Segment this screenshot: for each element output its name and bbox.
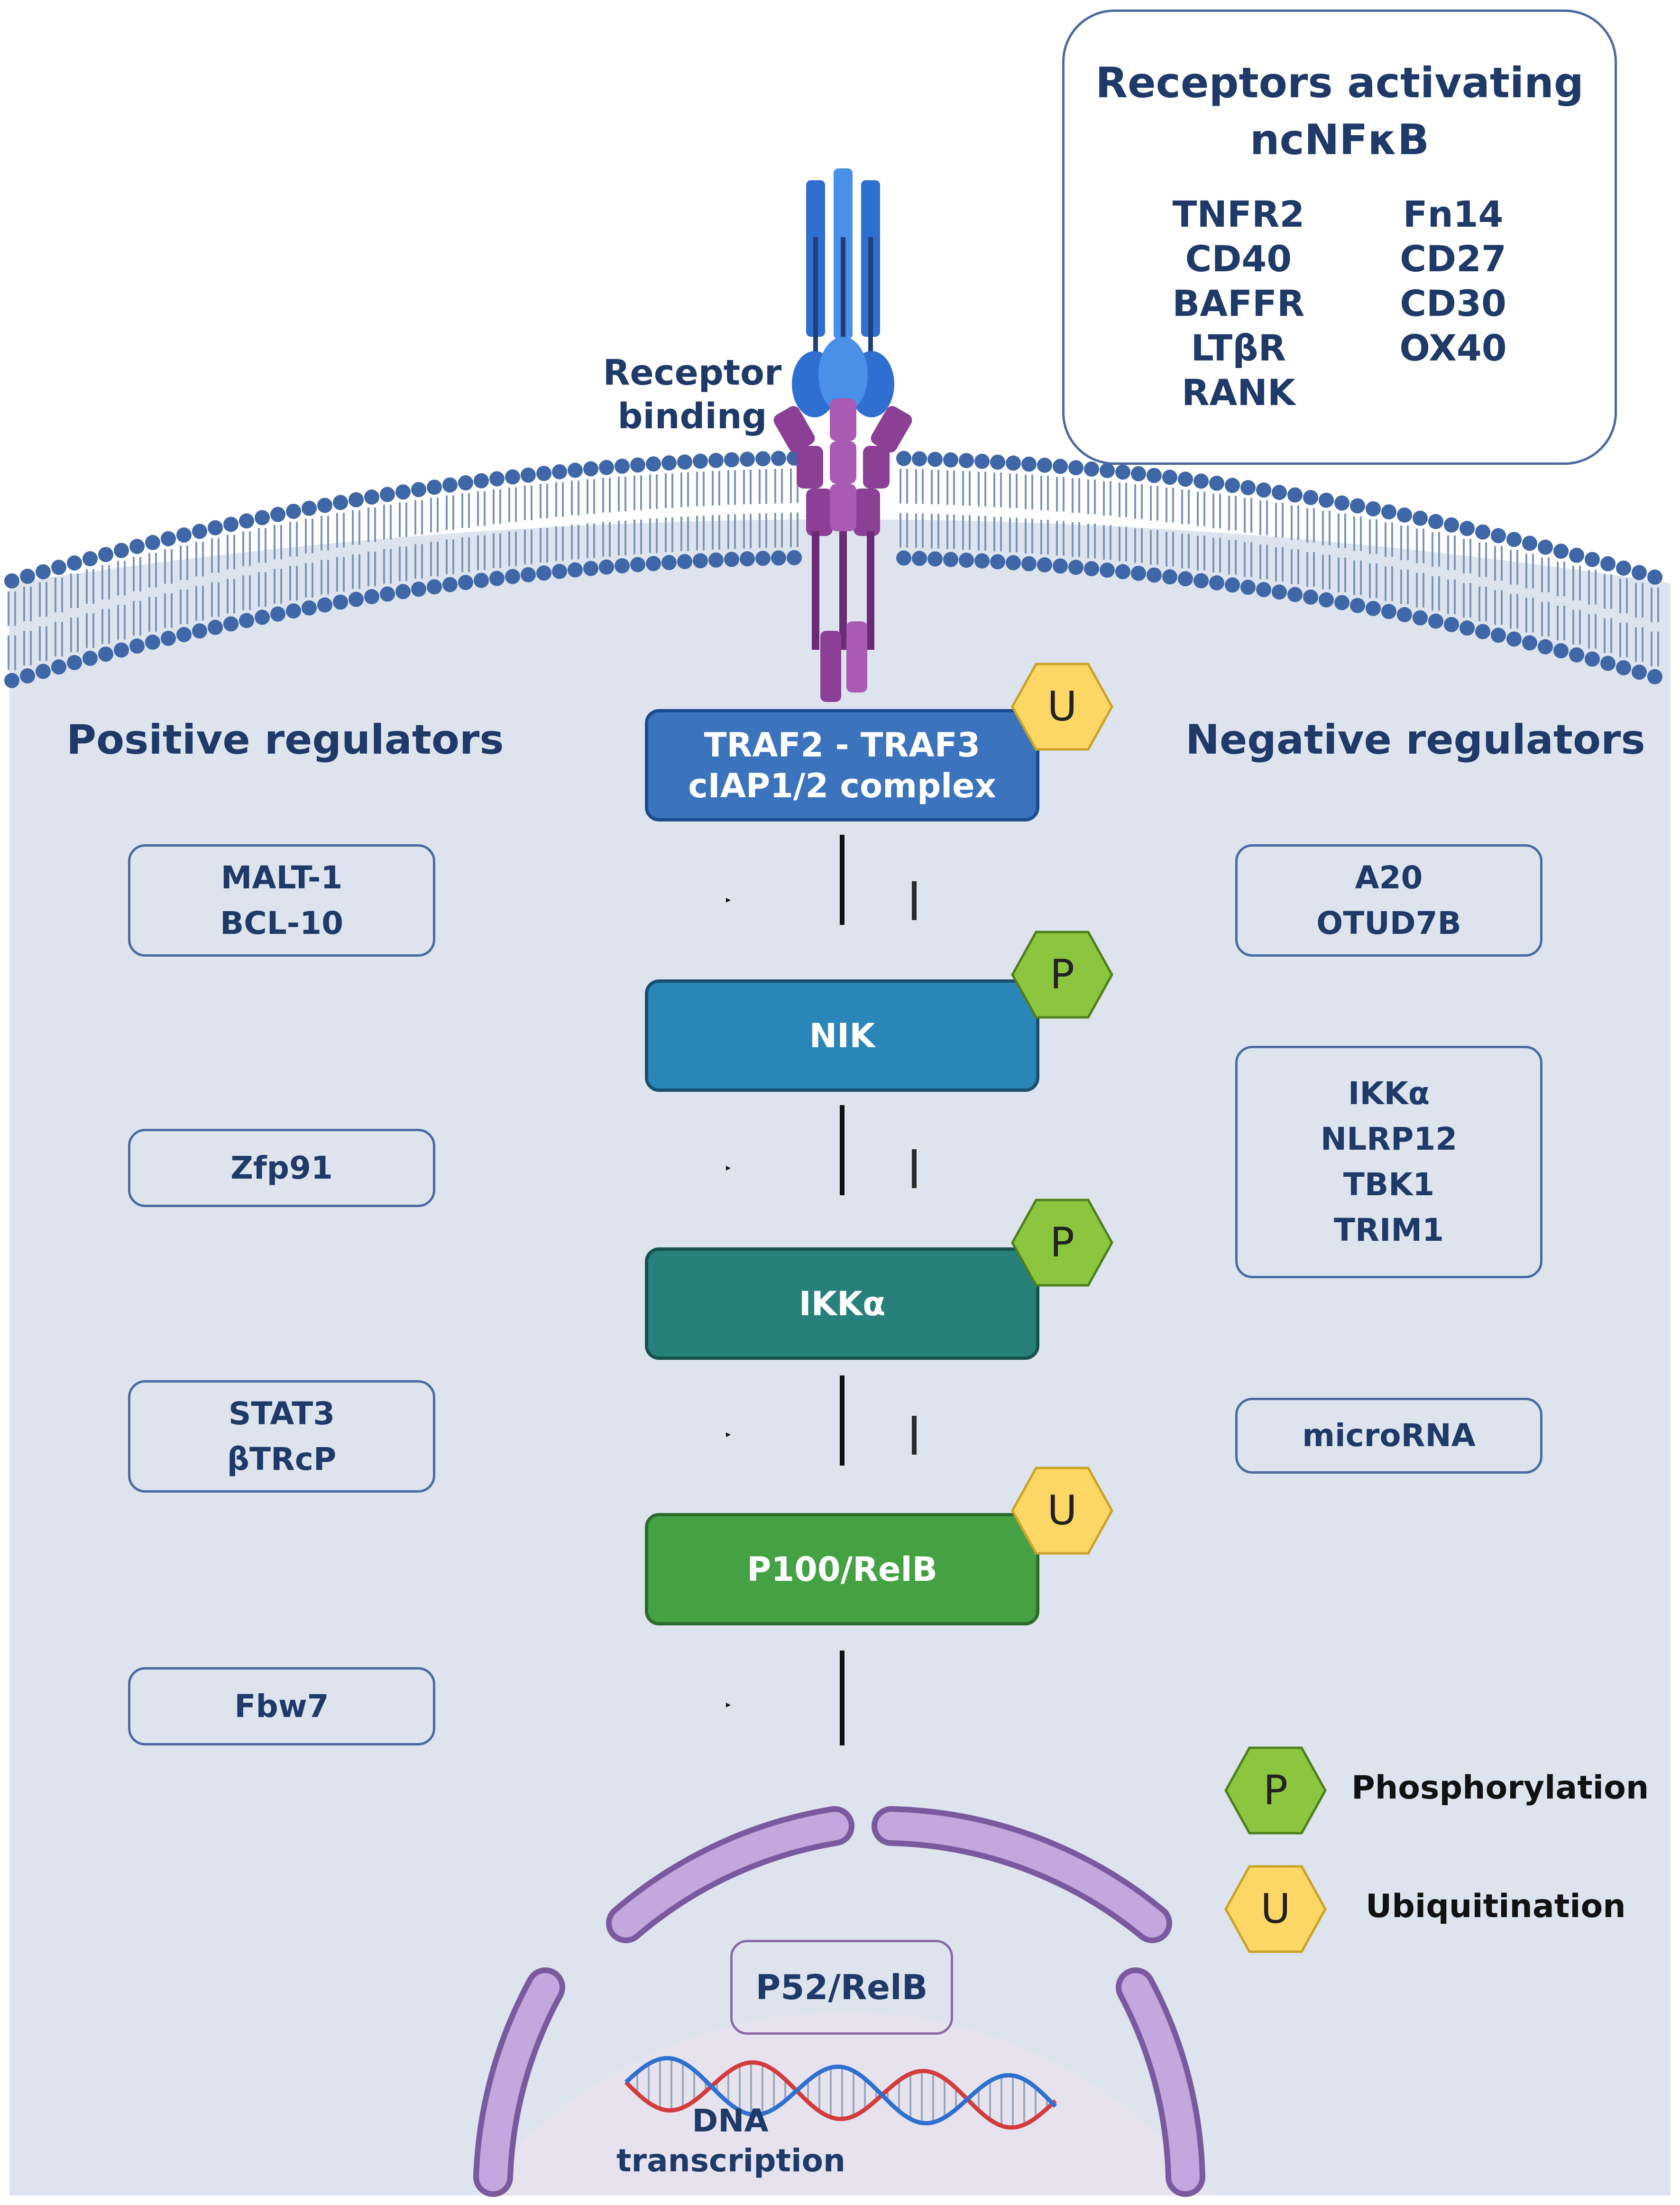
nik-label: NIK <box>809 1016 875 1055</box>
dna-line1: DNA <box>692 2103 769 2139</box>
phosphorylation-badge-ikka: P <box>1010 1198 1114 1288</box>
nik-node: NIK <box>645 979 1039 1092</box>
legend-phosphorylation-label: Phosphorylation <box>1351 1769 1649 1807</box>
regulator-text: A20 <box>1355 859 1423 896</box>
activation-arrows <box>517 898 731 1707</box>
regulator-text: STAT3 <box>228 1395 335 1432</box>
receptor-complex <box>773 168 912 702</box>
negative-regulators-header: Negative regulators <box>1185 716 1645 764</box>
regulator-text: MALT-1 <box>220 859 343 896</box>
dna-line2: transcription <box>616 2142 845 2179</box>
negative-regulator-box-1: A20 OTUD7B <box>1235 844 1542 957</box>
legend-symbol: U <box>1260 1885 1291 1933</box>
receptor-item: BAFFR <box>1172 282 1305 324</box>
regulator-text: OTUD7B <box>1316 904 1461 941</box>
receptors-title-line1: Receptors activating <box>1095 58 1584 107</box>
receptor-binding-line1: Receptor <box>603 352 782 393</box>
ubiquitination-badge-p100: U <box>1010 1466 1114 1556</box>
negative-regulator-box-2: IKKα NLRP12 TBK1 TRIM1 <box>1235 1046 1542 1278</box>
legend-ubiquitination-label: Ubiquitination <box>1366 1888 1626 1925</box>
receptors-col-2: Fn14 CD27 CD30 OX40 <box>1399 192 1506 415</box>
receptor-item: CD40 <box>1185 238 1292 280</box>
badge-letter: P <box>1050 951 1074 998</box>
receptor-item: Fn14 <box>1403 193 1504 235</box>
regulator-text: TRIM1 <box>1334 1212 1444 1248</box>
traf-line1: TRAF2 - TRAF3 <box>704 725 981 765</box>
receptors-box-title: Receptors activating ncNFκB <box>1095 55 1584 168</box>
negative-regulator-box-3: microRNA <box>1235 1398 1542 1474</box>
regulator-text: Zfp91 <box>230 1149 333 1186</box>
receptor-item: RANK <box>1181 371 1295 414</box>
positive-regulators-header: Positive regulators <box>66 716 504 764</box>
positive-regulator-box-3: STAT3 βTRcP <box>128 1380 435 1493</box>
positive-regulator-box-2: Zfp91 <box>128 1129 435 1207</box>
regulator-text: NLRP12 <box>1320 1121 1458 1157</box>
regulator-text: BCL-10 <box>220 904 344 941</box>
receptor-binding-label: Receptor binding <box>597 351 787 438</box>
receptor-item: CD27 <box>1400 238 1506 280</box>
legend-ubiquitination-icon: U <box>1223 1864 1328 1954</box>
legend: P Phosphorylation U Ubiquitination <box>1223 1745 1679 1964</box>
receptors-title-line2: ncNFκB <box>1249 115 1430 164</box>
p100-relb-label: P100/RelB <box>747 1550 937 1589</box>
legend-symbol: P <box>1263 1767 1288 1814</box>
dna-helix <box>624 2056 1057 2130</box>
badge-letter: U <box>1047 683 1077 730</box>
receptors-col-1: TNFR2 CD40 BAFFR LTβR RANK <box>1172 192 1304 415</box>
regulator-text: IKKα <box>1348 1075 1430 1112</box>
p52-relb-box: P52/RelB <box>730 1940 953 2035</box>
regulator-text: Fbw7 <box>234 1688 329 1725</box>
receptor-item: TNFR2 <box>1172 193 1305 235</box>
ikka-node: IKKα <box>645 1247 1039 1360</box>
receptor-item: OX40 <box>1399 327 1507 369</box>
traf-complex-node: TRAF2 - TRAF3 cIAP1/2 complex <box>645 709 1039 821</box>
badge-letter: P <box>1050 1219 1074 1266</box>
receptor-binding-line2: binding <box>617 396 767 437</box>
p100-relb-node: P100/RelB <box>645 1513 1039 1625</box>
ikka-label: IKKα <box>799 1284 886 1323</box>
regulator-text: microRNA <box>1302 1417 1476 1454</box>
positive-regulator-box-1: MALT-1 BCL-10 <box>128 844 435 957</box>
receptor-item: CD30 <box>1400 282 1506 324</box>
inhibition-line-3 <box>912 1416 1162 1455</box>
p52-relb-label: P52/RelB <box>755 1967 928 2007</box>
regulator-text: TBK1 <box>1343 1166 1435 1203</box>
nucleus <box>473 1806 1214 2197</box>
badge-letter: U <box>1047 1487 1077 1534</box>
regulator-text: βTRcP <box>227 1440 337 1477</box>
inhibition-lines <box>912 881 1162 1455</box>
ubiquitination-badge-traf: U <box>1010 662 1114 752</box>
dna-transcription-label: DNA transcription <box>616 2101 845 2181</box>
cell-membrane <box>4 450 1662 688</box>
receptors-box: Receptors activating ncNFκB TNFR2 CD40 B… <box>1062 9 1617 465</box>
inhibition-line-2 <box>912 1149 1162 1188</box>
phosphorylation-badge-nik: P <box>1010 930 1114 1020</box>
traf-line2: cIAP1/2 complex <box>688 766 996 805</box>
positive-regulator-box-4: Fbw7 <box>128 1667 435 1745</box>
inhibition-line-1 <box>912 881 1162 920</box>
receptor-item: LTβR <box>1191 327 1286 369</box>
legend-phosphorylation-icon: P <box>1223 1745 1328 1836</box>
